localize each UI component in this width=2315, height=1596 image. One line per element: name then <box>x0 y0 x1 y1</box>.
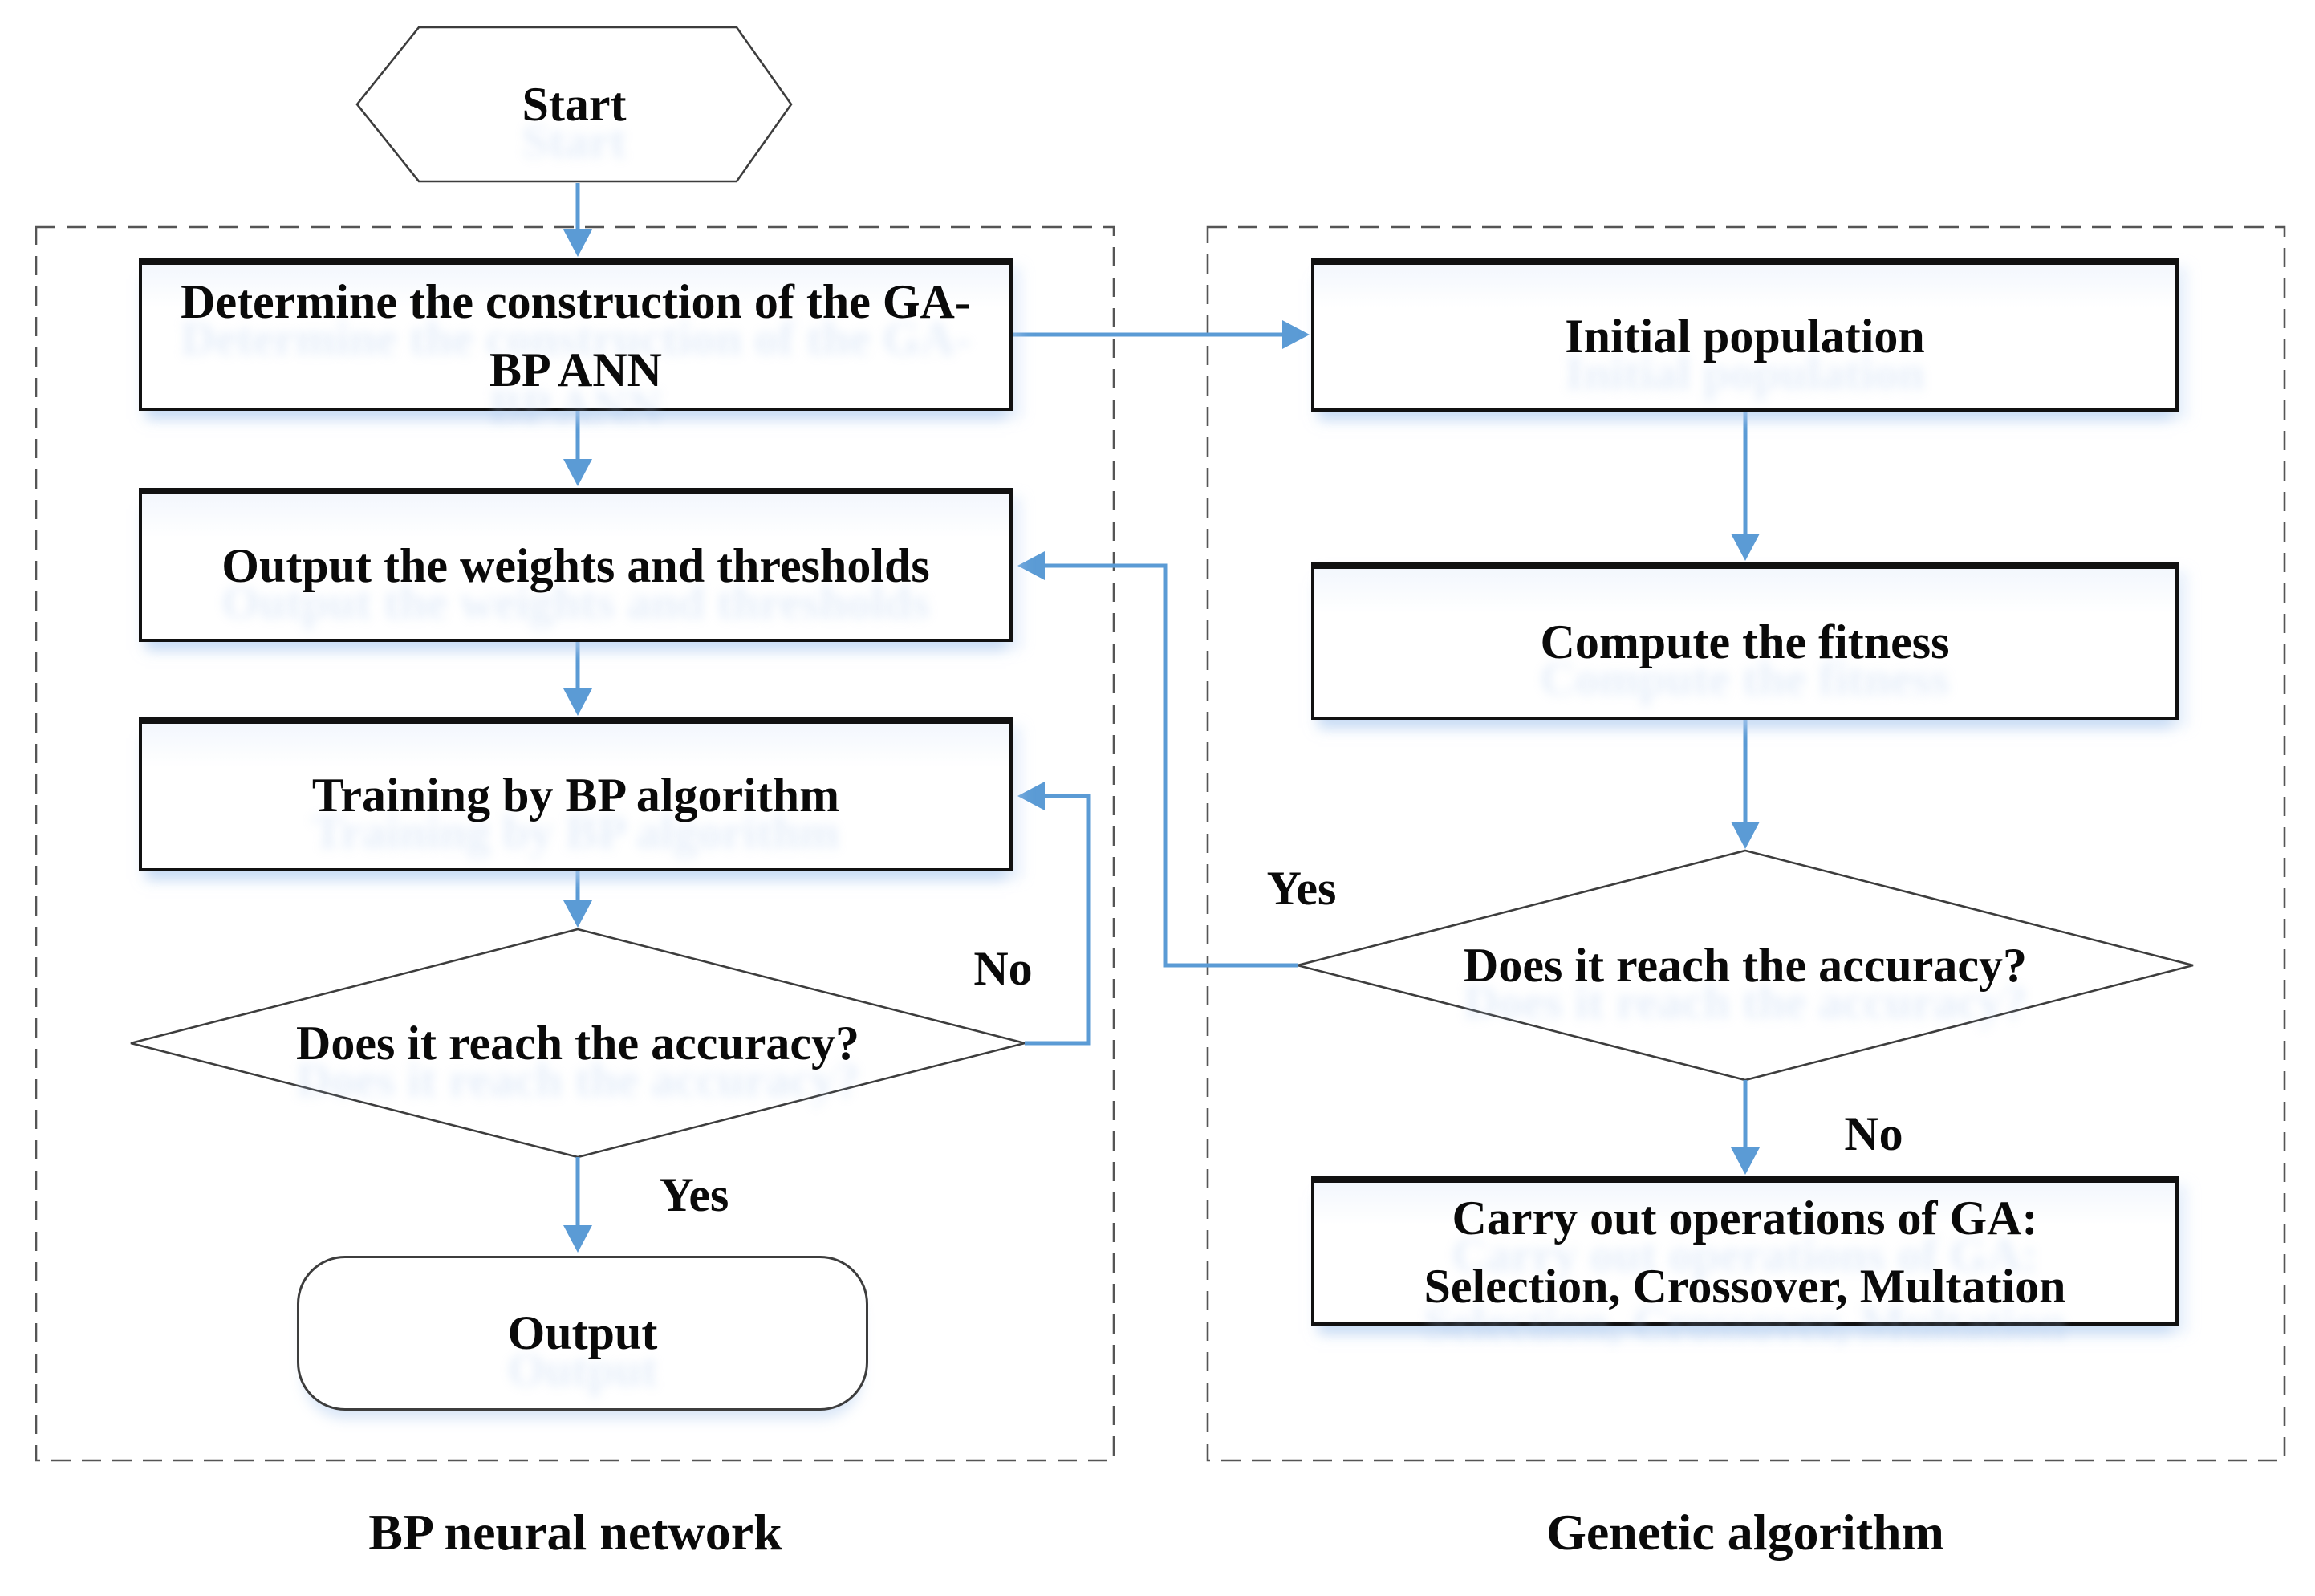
determine-construction-node: Determine the construction of the GA-BP … <box>139 258 1013 411</box>
arrowhead-training-to-bpdecision <box>563 900 592 928</box>
arrowhead-gadecision-to-gaoperations <box>1731 1147 1760 1175</box>
arrowhead-computefitness-to-gadecision <box>1731 822 1760 849</box>
arrowhead-bpdecision-no-loop <box>1017 782 1045 810</box>
arrow-gadecision-yes-return <box>1045 563 1298 968</box>
ga-decision-label: Does it reach the accuracy? <box>1463 938 2027 992</box>
arrowhead-bpdecision-to-output <box>563 1225 592 1253</box>
ga-operations-node: Carry out operations of GA: Selection, C… <box>1311 1176 2179 1326</box>
start-node-label: Start <box>522 77 627 131</box>
initial-population-node: Initial population <box>1311 258 2179 412</box>
training-bp-node: Training by BP algorithm <box>139 717 1013 871</box>
bp-panel-dashed-border <box>35 225 1115 1462</box>
ga-panel-dashed-border <box>1206 225 2286 1462</box>
bp-no-edge-label: No <box>973 941 1033 995</box>
arrow-bpdecision-no-loop <box>1025 794 1091 1046</box>
arrowhead-determine-to-initialpopulation <box>1282 320 1310 349</box>
bp-decision-label: Does it reach the accuracy? <box>295 1016 859 1070</box>
ga-yes-edge-label: Yes <box>1266 861 1337 915</box>
arrowhead-initialpopulation-to-computefitness <box>1731 534 1760 561</box>
arrowhead-determine-to-outputweights <box>563 459 592 486</box>
start-hexagon-shape <box>355 26 793 183</box>
arrowhead-start-to-determine <box>563 229 592 257</box>
ga-no-edge-label: No <box>1844 1107 1903 1160</box>
flow-arrows <box>563 183 1760 1253</box>
output-weights-node: Output the weights and thresholds <box>139 488 1013 642</box>
bp-panel-caption: BP neural network <box>368 1504 782 1561</box>
compute-fitness-node: Compute the fitness <box>1311 562 2179 720</box>
output-node: Output <box>297 1256 868 1411</box>
arrowhead-outputweights-to-training <box>563 688 592 716</box>
arrowhead-gadecision-yes-return <box>1017 551 1045 580</box>
bp-yes-edge-label: Yes <box>659 1168 729 1221</box>
ga-panel-caption: Genetic algorithm <box>1546 1504 1944 1561</box>
